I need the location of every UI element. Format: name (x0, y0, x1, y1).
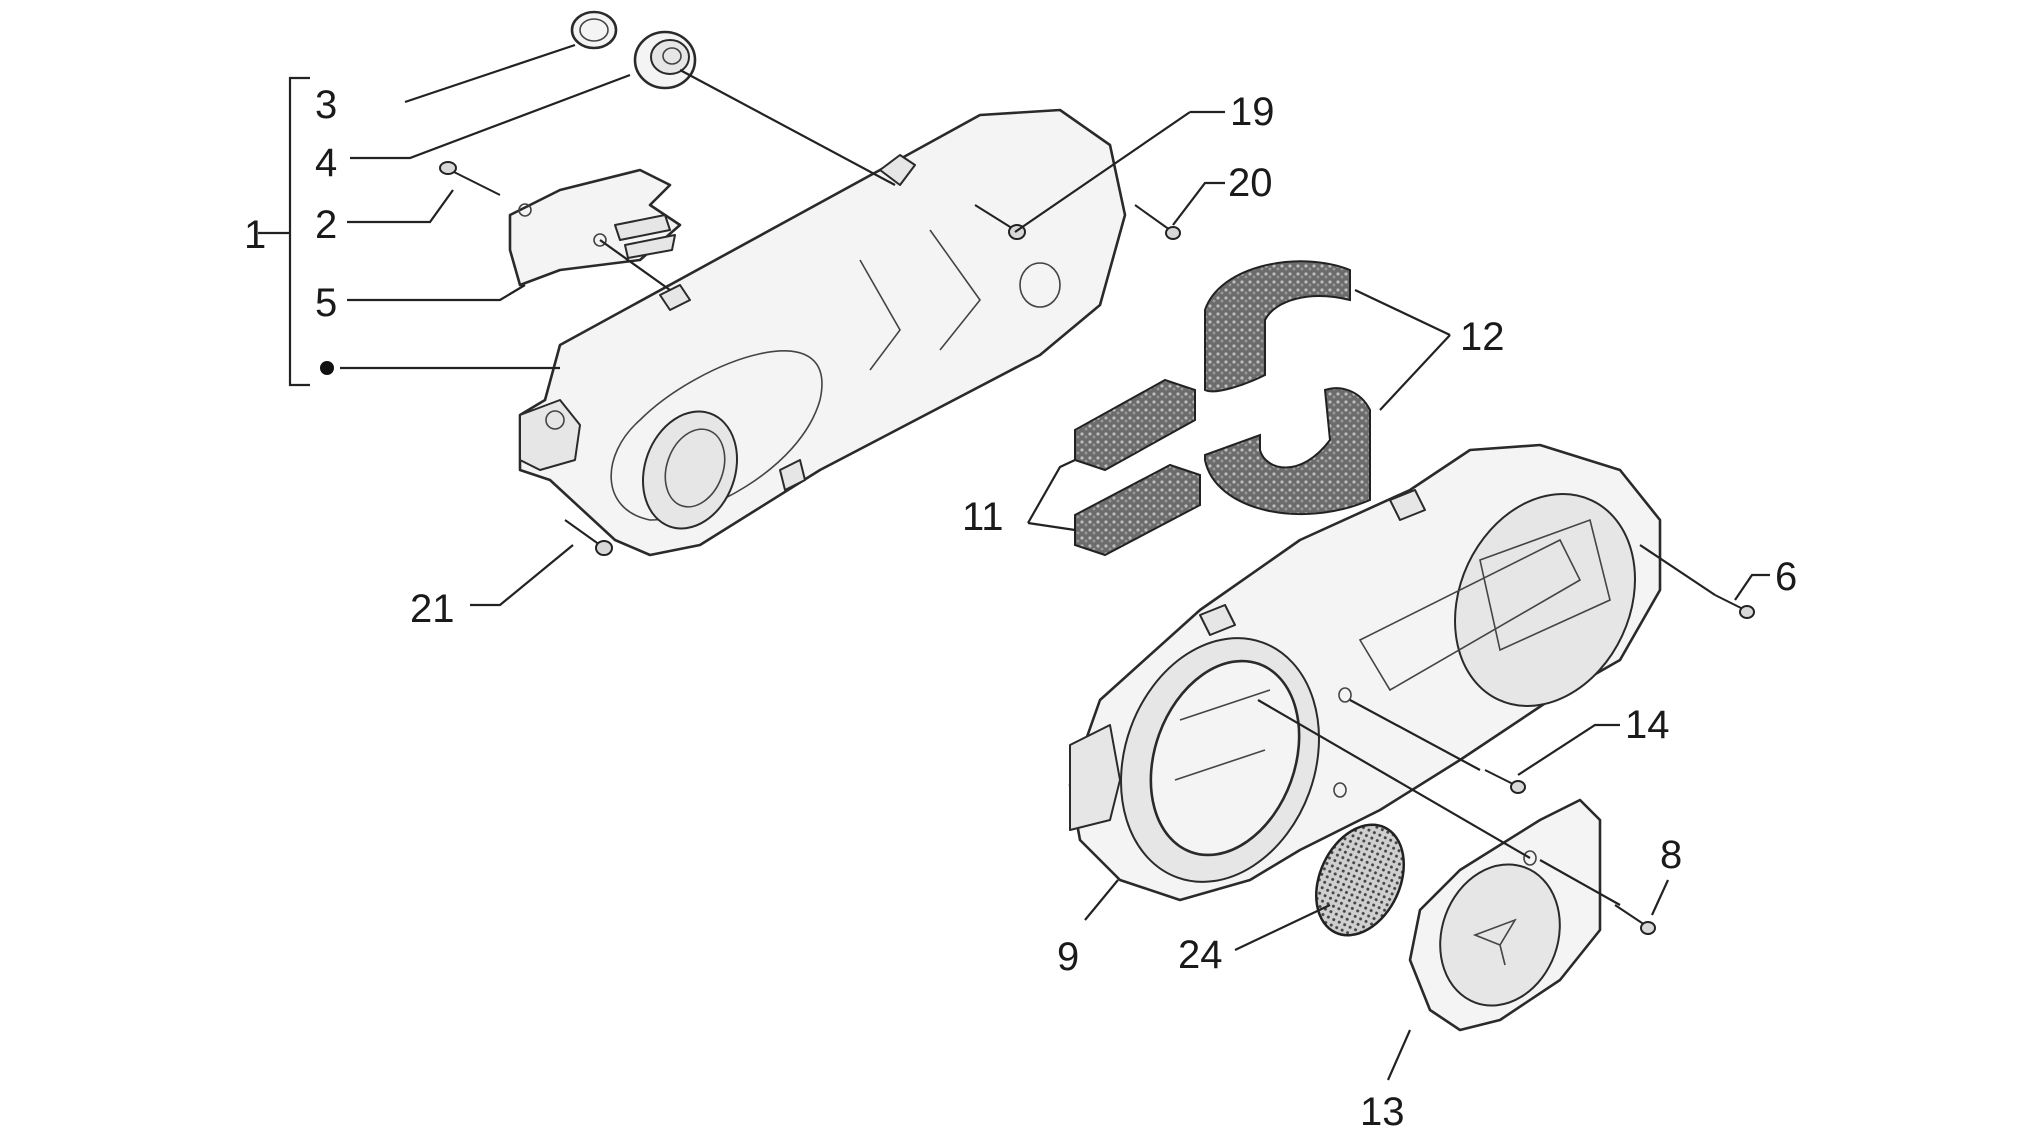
screw-part-8 (1614, 904, 1656, 935)
foam-block-part-11 (1074, 378, 1201, 557)
callout-6: 6 (1775, 555, 1797, 599)
callout-20: 20 (1228, 161, 1273, 205)
circlip-part-3 (570, 10, 618, 50)
callout-24: 24 (1178, 933, 1223, 977)
bracket-plate-part-5 (508, 168, 682, 287)
callout-14: 14 (1625, 703, 1670, 747)
leader-lines-filters (1027, 289, 1451, 532)
callout-11: 11 (962, 495, 1004, 539)
transmission-cover-lower-part-9 (1068, 443, 1662, 902)
bolt-part-2 (439, 161, 501, 196)
transmission-cover-upper (518, 108, 1127, 557)
callout-5: 5 (315, 281, 337, 325)
bullet-dot (320, 361, 334, 375)
leader-lines-lower (1084, 544, 1770, 1081)
callout-2: 2 (315, 203, 337, 247)
mesh-grille-part-24 (1314, 823, 1406, 937)
callout-labels: 1 2 3 4 5 6 8 9 11 12 13 14 19 20 21 24 (244, 83, 1797, 1129)
outer-cover-part-13 (1408, 798, 1602, 1032)
callout-12: 12 (1460, 315, 1505, 359)
screw-part-20 (1134, 204, 1181, 240)
bearing-part-4 (633, 30, 697, 90)
screw-part-6 (1714, 594, 1755, 619)
screw-part-14 (1484, 769, 1526, 794)
callout-19: 19 (1230, 90, 1275, 134)
bracket-group-1 (258, 76, 310, 387)
callout-1: 1 (244, 213, 266, 257)
callout-21: 21 (410, 587, 455, 631)
callout-3: 3 (315, 83, 337, 127)
callout-13: 13 (1360, 1090, 1405, 1129)
callout-8: 8 (1660, 833, 1682, 877)
screw-part-21 (564, 519, 613, 556)
leader-lines-upper (320, 43, 1225, 607)
callout-9: 9 (1057, 935, 1079, 979)
foam-filter-part-12 (1204, 260, 1371, 516)
callout-4: 4 (315, 141, 337, 185)
